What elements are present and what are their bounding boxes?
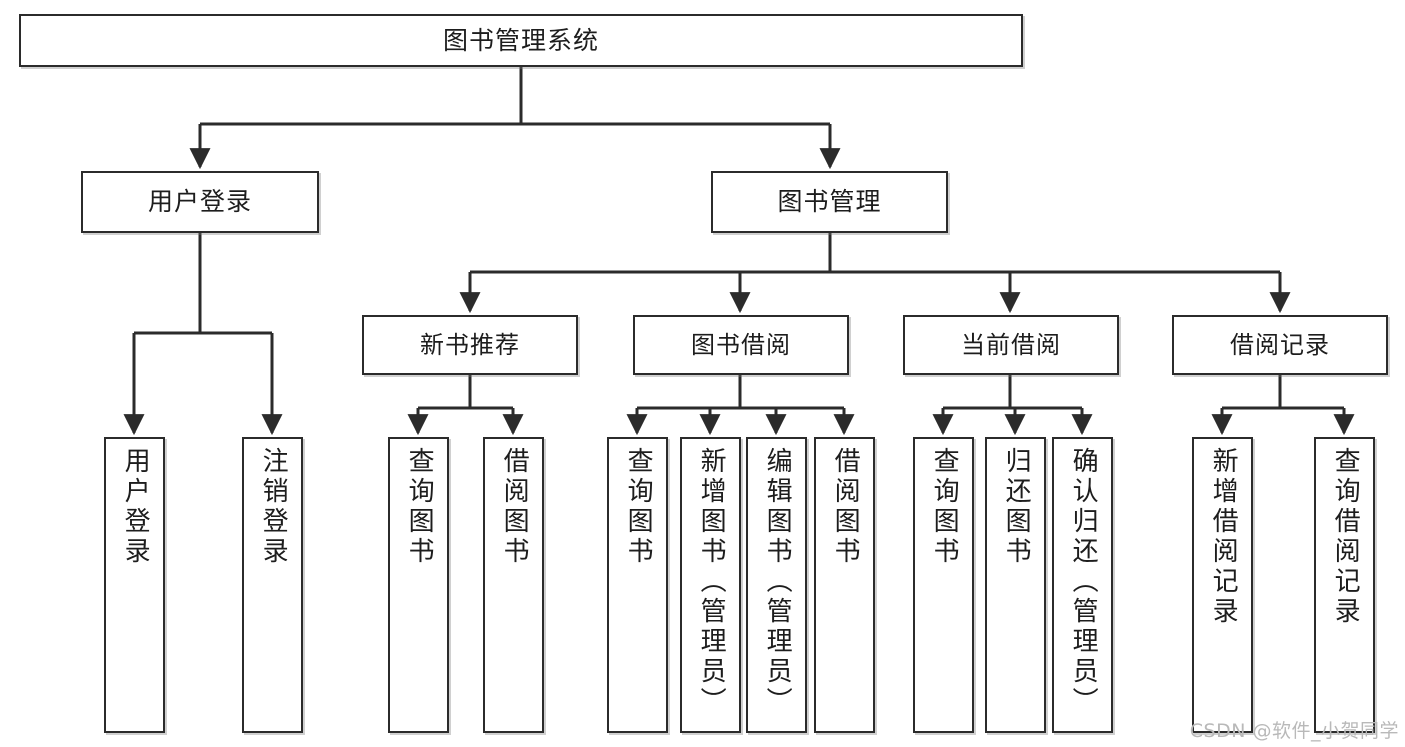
node-leaf-borrow-query[interactable]: 查询图书 [607, 437, 668, 733]
node-book-manage[interactable]: 图书管理 [711, 171, 948, 233]
node-leaf-user-login[interactable]: 用户登录 [104, 437, 165, 733]
node-leaf-rec-add-label: 新增借阅记录 [1208, 447, 1239, 627]
node-borrow-record-label: 借阅记录 [1230, 330, 1330, 359]
node-leaf-borrow-edit-label: 编辑图书（管理员） [762, 447, 793, 717]
node-new-book-rec-label: 新书推荐 [420, 330, 520, 359]
node-leaf-user-logout[interactable]: 注销登录 [242, 437, 303, 733]
node-book-manage-label: 图书管理 [777, 187, 882, 217]
node-leaf-user-logout-label: 注销登录 [258, 447, 289, 567]
node-leaf-user-login-label: 用户登录 [120, 447, 151, 567]
node-leaf-borrow-lend-label: 借阅图书 [830, 447, 861, 567]
node-book-borrow[interactable]: 图书借阅 [633, 315, 849, 375]
node-leaf-cur-query-label: 查询图书 [929, 447, 960, 567]
node-borrow-record[interactable]: 借阅记录 [1172, 315, 1388, 375]
node-current-borrow-label: 当前借阅 [961, 330, 1061, 359]
node-leaf-rec-add[interactable]: 新增借阅记录 [1192, 437, 1253, 733]
node-leaf-borrow-add[interactable]: 新增图书（管理员） [680, 437, 741, 733]
node-root-label: 图书管理系统 [442, 25, 599, 55]
node-leaf-cur-return[interactable]: 归还图书 [985, 437, 1046, 733]
node-current-borrow[interactable]: 当前借阅 [903, 315, 1119, 375]
node-user-login-label: 用户登录 [147, 187, 252, 217]
node-leaf-cur-query[interactable]: 查询图书 [913, 437, 974, 733]
node-leaf-rec-query-label: 查询图书 [404, 447, 435, 567]
node-leaf-cur-confirm-label: 确认归还（管理员） [1068, 447, 1099, 717]
node-leaf-borrow-add-label: 新增图书（管理员） [696, 447, 727, 717]
node-new-book-rec[interactable]: 新书推荐 [362, 315, 578, 375]
node-leaf-rec-search[interactable]: 查询借阅记录 [1314, 437, 1375, 733]
node-leaf-borrow-lend[interactable]: 借阅图书 [814, 437, 875, 733]
node-root[interactable]: 图书管理系统 [19, 14, 1023, 67]
node-leaf-cur-confirm[interactable]: 确认归还（管理员） [1052, 437, 1113, 733]
node-book-borrow-label: 图书借阅 [691, 330, 791, 359]
node-user-login[interactable]: 用户登录 [81, 171, 319, 233]
csdn-watermark: CSDN @软件_小贺同学 [1189, 720, 1399, 742]
node-leaf-cur-return-label: 归还图书 [1001, 447, 1032, 567]
node-leaf-rec-search-label: 查询借阅记录 [1330, 447, 1361, 627]
node-leaf-rec-borrow[interactable]: 借阅图书 [483, 437, 544, 733]
node-leaf-borrow-query-label: 查询图书 [623, 447, 654, 567]
node-leaf-rec-borrow-label: 借阅图书 [499, 447, 530, 567]
node-leaf-rec-query[interactable]: 查询图书 [388, 437, 449, 733]
node-leaf-borrow-edit[interactable]: 编辑图书（管理员） [746, 437, 807, 733]
